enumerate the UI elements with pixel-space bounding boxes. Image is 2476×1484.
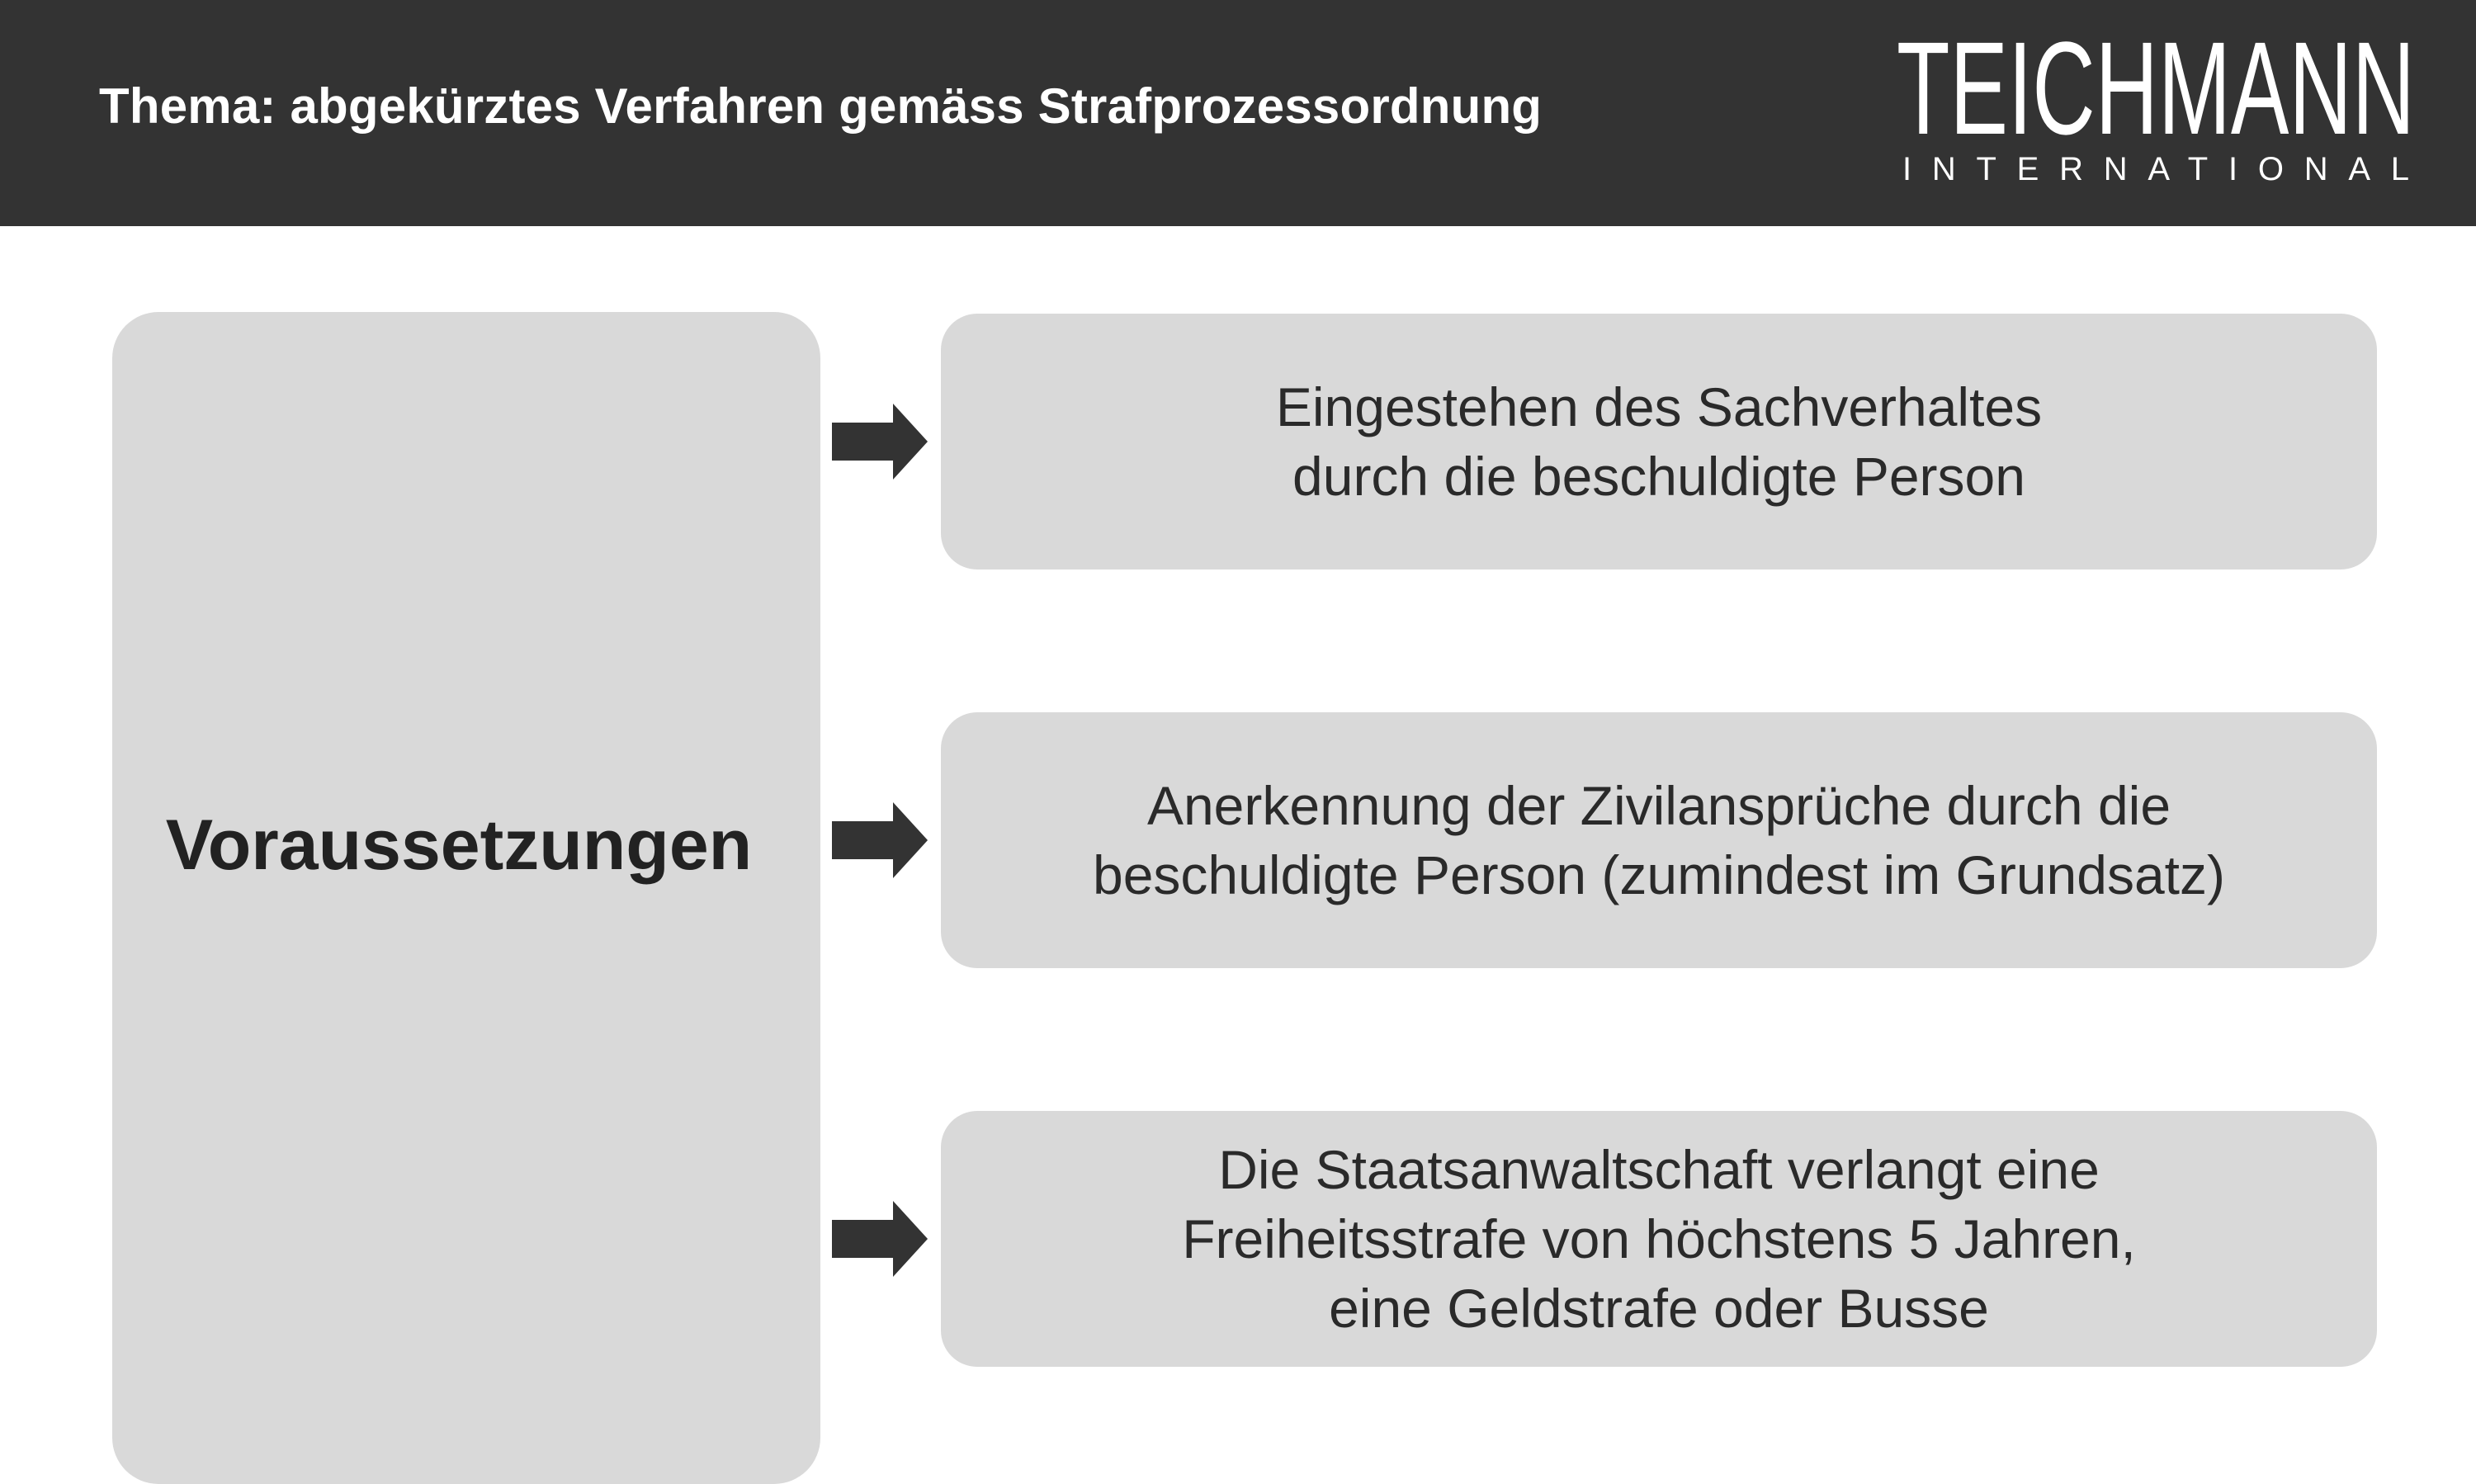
requirement-text-1: Eingestehen des Sachverhaltes durch die … [1275, 376, 2043, 507]
logo-wordmark: TEICHMANN [1897, 25, 2415, 162]
requirement-box-1: Eingestehen des Sachverhaltes durch die … [941, 314, 2377, 569]
requirement-text-2: Anerkennung der Zivilansprüche durch die… [1093, 775, 2225, 905]
page-title: Thema: abgekürztes Verfahren gemäss Stra… [99, 78, 1543, 134]
teichmann-international-logo: TEICHMANN INTERNATIONAL [1895, 25, 2417, 187]
right-arrow-icon [832, 802, 928, 878]
header-bar: Thema: abgekürztes Verfahren gemäss Stra… [0, 0, 2476, 226]
requirement-box-2: Anerkennung der Zivilansprüche durch die… [941, 712, 2377, 968]
requirement-text-3: Die Staatsanwaltschaft verlangt eine Fre… [1182, 1139, 2136, 1339]
requirements-panel [112, 312, 820, 1484]
right-arrow-icon [832, 1201, 928, 1277]
logo-subtitle: INTERNATIONAL [1902, 151, 2409, 187]
right-arrow-icon [832, 404, 928, 480]
requirement-box-3: Die Staatsanwaltschaft verlangt eine Fre… [941, 1111, 2377, 1367]
requirements-label: Voraussetzungen [165, 806, 753, 885]
